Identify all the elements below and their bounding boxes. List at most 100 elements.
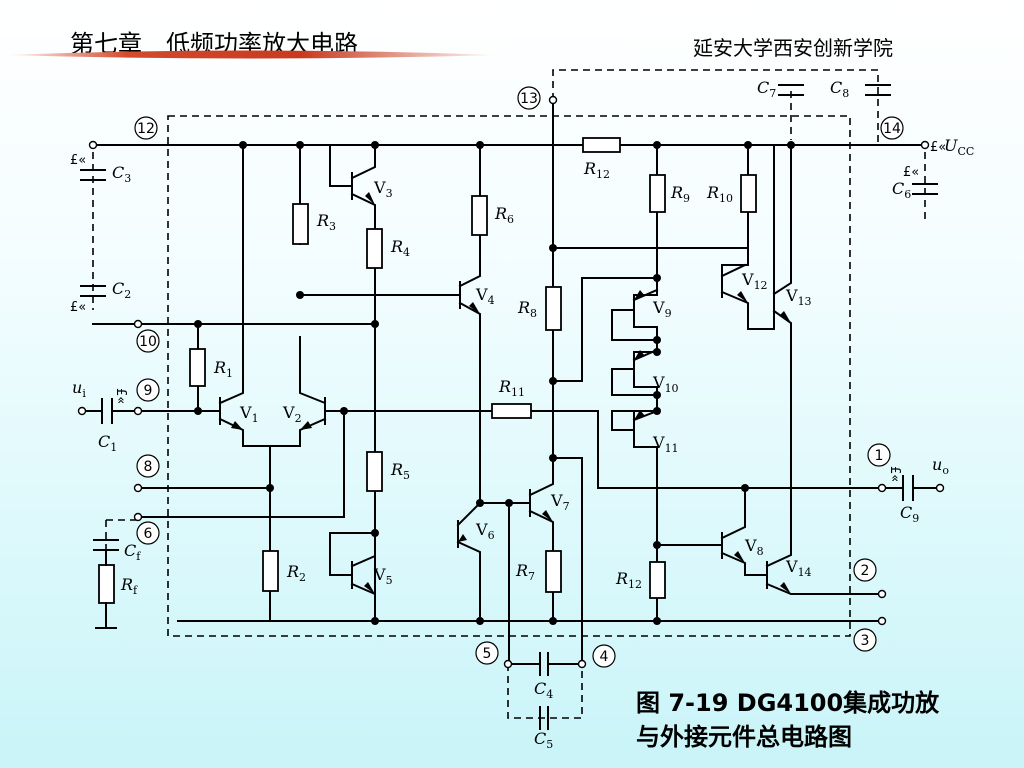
- label-v14: V14: [785, 557, 812, 579]
- label-r5: R5: [390, 460, 410, 482]
- svg-text:9: 9: [144, 383, 153, 399]
- svg-text:8: 8: [144, 459, 153, 475]
- resistor-r5: [366, 451, 383, 492]
- label-r4: R4: [390, 237, 410, 259]
- resistor-r1: [189, 348, 206, 387]
- label-v13: V13: [785, 286, 812, 308]
- label-v5: V5: [373, 565, 393, 587]
- label-r12-bottom: R12: [615, 569, 642, 591]
- capacitor-cf: [93, 539, 119, 629]
- svg-text:2: 2: [861, 563, 870, 579]
- resistor-rf: [98, 564, 115, 604]
- capacitor-c3: [80, 169, 106, 181]
- resistor-r4: [366, 228, 383, 269]
- label-v2: V2: [282, 403, 302, 425]
- resistor-r9: [649, 174, 666, 213]
- capacitor-c8: [865, 84, 891, 96]
- capacitor-c7: [778, 84, 804, 96]
- svg-text:5: 5: [483, 646, 492, 662]
- polarity-vcc: £«: [930, 140, 946, 155]
- svg-text:12: 12: [137, 121, 155, 137]
- polarity-c2: £«: [70, 300, 86, 315]
- label-r1: R1: [213, 358, 233, 380]
- capacitor-labels: C1 C2 C3 C4 C5 C6 C7 C8 C9 Cf: [98, 78, 919, 751]
- resistor-r11: [491, 403, 532, 419]
- capacitor-c2: [80, 285, 106, 297]
- polarity-c1: £«: [113, 388, 128, 404]
- label-rf: Rf: [120, 575, 138, 597]
- svg-text:14: 14: [883, 121, 901, 137]
- pin-2: 2: [853, 558, 877, 582]
- emitter-arrows: [231, 192, 791, 594]
- label-c7: C7: [757, 78, 776, 100]
- label-r2: R2: [286, 562, 306, 584]
- pin-13: 13: [517, 86, 541, 110]
- pin-1: 1: [867, 443, 891, 467]
- pin-14: 14: [880, 116, 904, 140]
- school-name: 延安大学西安创新学院: [693, 36, 893, 60]
- label-r11: R11: [498, 377, 525, 399]
- pin-10: 10: [136, 329, 160, 353]
- svg-text:3: 3: [861, 633, 870, 649]
- label-r8: R8: [517, 298, 537, 320]
- caption-line-1: 图 7-19 DG4100集成功放: [636, 689, 940, 717]
- label-r3: R3: [316, 211, 336, 233]
- label-uo: uo: [932, 455, 949, 477]
- resistor-r3: [292, 203, 309, 245]
- label-v8: V8: [744, 536, 764, 558]
- label-cf: Cf: [124, 541, 141, 563]
- resistor-r2: [262, 550, 279, 592]
- resistor-r6: [471, 195, 488, 236]
- label-r10: R10: [706, 183, 733, 205]
- label-r6: R6: [494, 204, 514, 226]
- svg-text:10: 10: [139, 334, 157, 350]
- signal-labels: UCC ui uo: [72, 136, 974, 477]
- junctions: [194, 141, 795, 625]
- pin-4: 4: [592, 644, 616, 668]
- pin-markers: 13 12 14 10 9 8 6 1 2 3 5 4: [134, 86, 904, 668]
- label-v3: V3: [373, 178, 393, 200]
- polarity-c3: £«: [70, 153, 86, 168]
- pin-6: 6: [136, 521, 160, 545]
- polarity-marks: £« £« £« £« £« £«: [70, 140, 946, 482]
- resistor-r12-bottom: [649, 561, 666, 599]
- label-v6: V6: [475, 520, 495, 542]
- resistors: [98, 137, 757, 604]
- label-c6: C6: [892, 179, 911, 201]
- capacitor-c4: [507, 652, 583, 676]
- label-v11: V11: [652, 433, 679, 455]
- label-r7: R7: [515, 561, 535, 583]
- capacitor-c5: [539, 706, 549, 730]
- label-v12: V12: [741, 270, 768, 292]
- label-v10: V10: [652, 373, 679, 395]
- label-c8: C8: [830, 78, 849, 100]
- transistor-labels: V1 V2 V3 V4 V5 V6 V7 V8 V9 V10 V11 V12 V…: [239, 178, 812, 587]
- resistor-r12-top: [582, 137, 621, 153]
- label-r9: R9: [670, 183, 690, 205]
- polarity-c9: £«: [887, 466, 902, 482]
- label-c5: C5: [534, 729, 553, 751]
- pin-8: 8: [136, 454, 160, 478]
- resistor-labels: R1 R2 R3 R4 R5 R6 R7 R8 R9 R10 R11 R12 R…: [120, 159, 733, 597]
- polarity-c6: £«: [903, 165, 919, 180]
- label-c1: C1: [98, 432, 117, 454]
- svg-text:1: 1: [875, 448, 884, 464]
- header-underline: [4, 50, 500, 59]
- label-v1: V1: [239, 403, 259, 425]
- label-c2: C2: [112, 279, 131, 301]
- resistor-r7: [545, 550, 562, 593]
- pin-3: 3: [853, 628, 877, 652]
- label-vcc: UCC: [944, 136, 974, 158]
- label-c9: C9: [900, 503, 919, 525]
- pin-9: 9: [136, 378, 160, 402]
- resistor-r10: [740, 174, 757, 213]
- svg-text:13: 13: [520, 91, 538, 107]
- capacitor-c6: [912, 183, 938, 195]
- capacitors: [80, 84, 941, 730]
- caption-line-2: 与外接元件总电路图: [636, 723, 852, 751]
- terminals: [77, 95, 945, 669]
- pin-12: 12: [134, 116, 158, 140]
- label-c3: C3: [112, 163, 131, 185]
- label-ui: ui: [72, 378, 86, 400]
